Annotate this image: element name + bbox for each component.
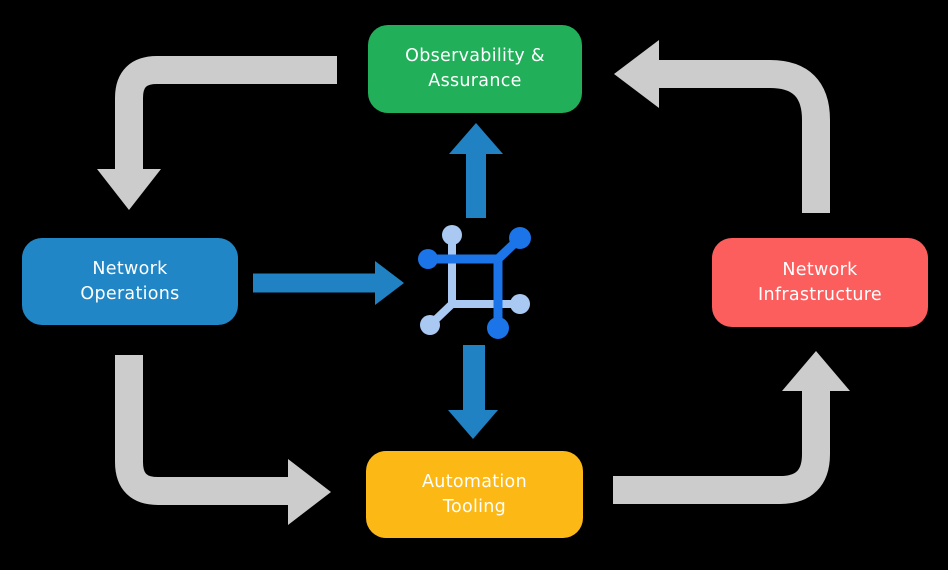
node-network-infrastructure: Network Infrastructure [712,238,928,327]
node-label-line: Automation [422,471,527,492]
node-label-line: Tooling [442,496,507,517]
node-label-line: Assurance [428,71,522,91]
node-network-operations: Network Operations [22,238,238,325]
arrow-observability-to-operations [97,56,337,210]
node-observability-assurance: Observability & Assurance [368,25,582,113]
node-label-line: Network [782,259,858,280]
node-label-line: Operations [80,283,180,304]
arrow-platform-to-automation [448,345,498,439]
arrow-operations-to-platform [253,261,404,305]
node-label-line: Infrastructure [758,284,882,305]
arrow-automation-to-infrastructure [613,351,850,504]
network-platform-icon [418,225,531,339]
node-label-line: Network [92,258,168,279]
node-label-line: Observability & [405,46,545,66]
arrow-platform-to-observability [449,123,503,218]
arrow-infrastructure-to-observability [614,40,830,213]
node-automation-tooling: Automation Tooling [366,451,583,538]
arrow-operations-to-automation [115,355,331,525]
